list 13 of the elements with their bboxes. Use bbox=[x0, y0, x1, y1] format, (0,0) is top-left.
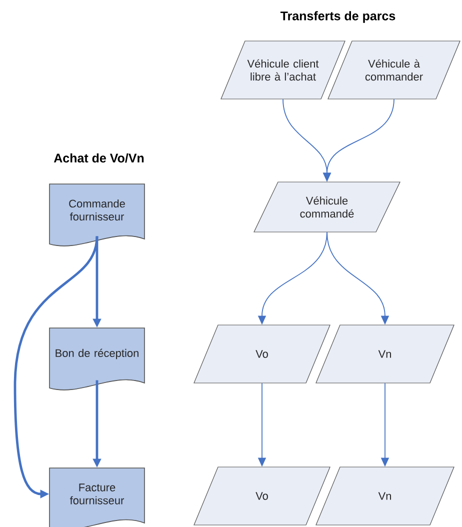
data-parallelogram: Véhicule à commander bbox=[328, 40, 460, 100]
node-label: Vn bbox=[378, 492, 391, 500]
data-parallelogram: Vn bbox=[316, 324, 454, 384]
data-parallelogram: Vo bbox=[194, 324, 330, 384]
heading: Achat de Vo/Vn bbox=[54, 153, 144, 163]
node-label: Véhicule à commander bbox=[365, 59, 423, 81]
node-label: Vn bbox=[378, 350, 391, 358]
node-label: Vo bbox=[256, 492, 268, 500]
heading: Transferts de parcs bbox=[280, 11, 396, 23]
data-parallelogram: Vn bbox=[316, 466, 454, 526]
data-parallelogram: Véhicule commandé bbox=[254, 182, 400, 232]
data-parallelogram: Vo bbox=[194, 466, 330, 526]
data-parallelogram: Véhicule client libre à l’achat bbox=[220, 40, 346, 100]
